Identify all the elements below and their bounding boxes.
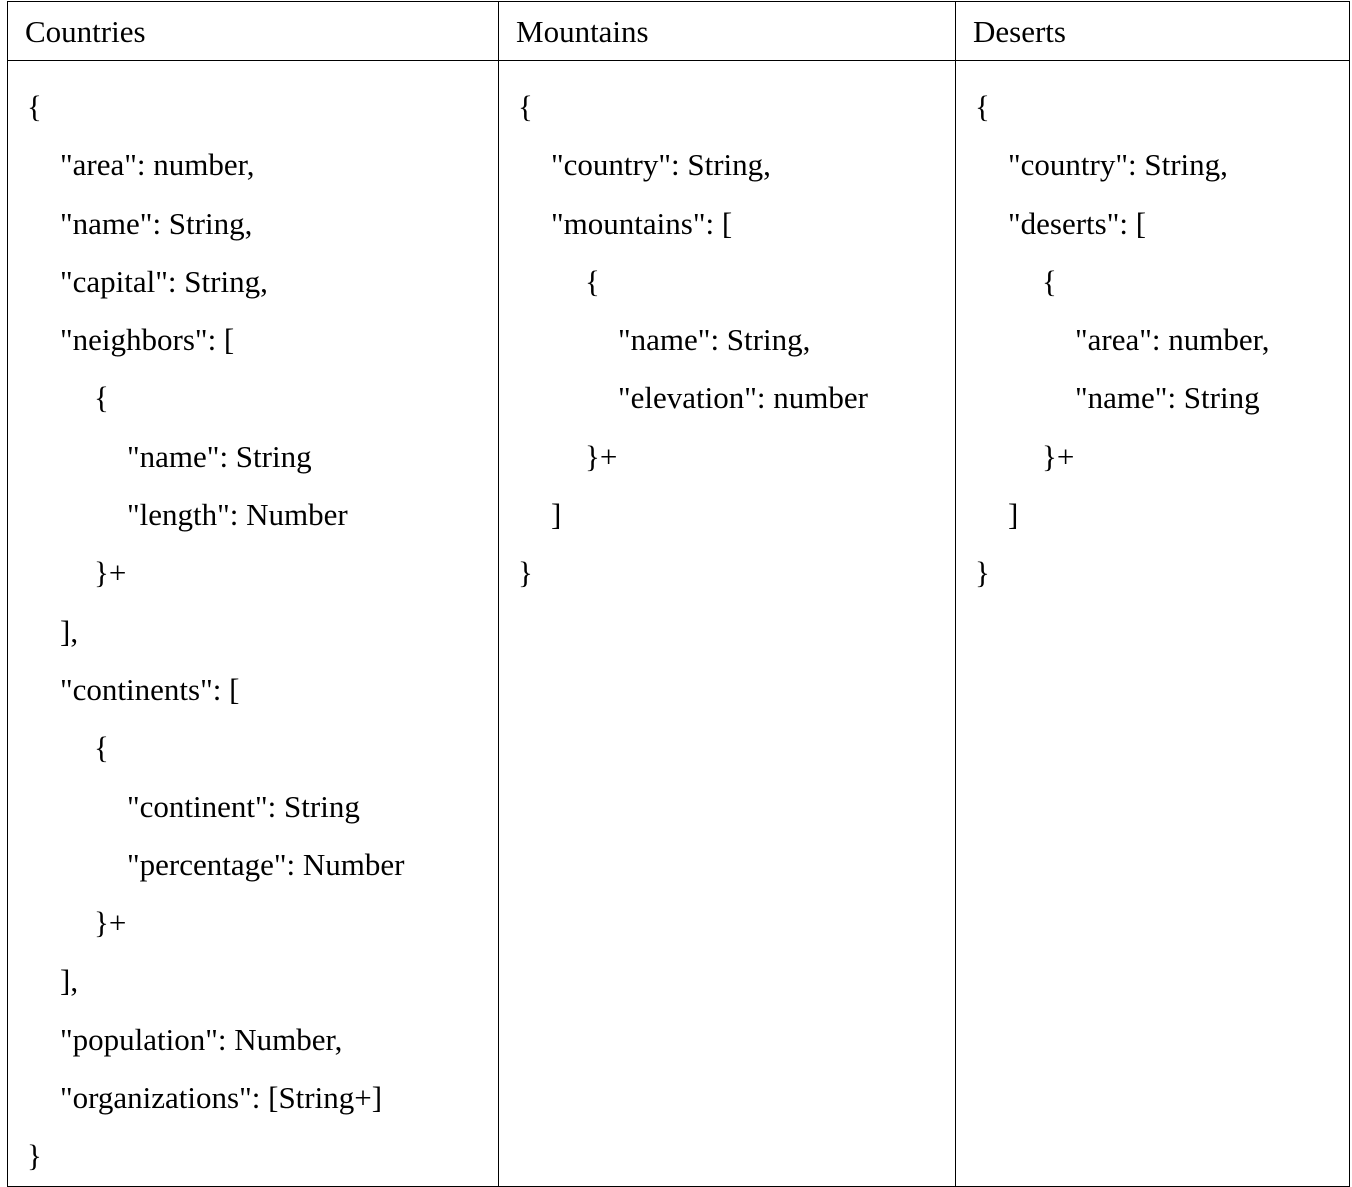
countries-code-line: "organizations": [String+] [60,1080,383,1116]
countries-code-line: }+ [94,555,127,591]
header-deserts: Deserts [955,1,1350,61]
countries-code-line: "continents": [ [60,671,240,707]
countries-code-line: "population": Number, [60,1021,343,1057]
countries-code-line: "area": number, [60,147,255,183]
schema-table: Countries Mountains Deserts { "area": num… [7,1,1350,1187]
countries-code-line: { [27,89,42,124]
mountains-code-line: "mountains": [ [551,205,733,241]
countries-code-line: ], [60,963,79,999]
deserts-code-line: "deserts": [ [1008,205,1147,241]
countries-schema-cell: { "area": number, "name": String, "capital"… [7,60,499,1187]
countries-code-line: "name": String, [60,205,253,241]
countries-code-line: "name": String [127,438,312,474]
mountains-code-line: ] [551,497,562,533]
countries-code-line: "percentage": Number [127,846,405,882]
mountains-code-line: } [518,555,533,591]
mountains-code-line: "country": String, [551,147,771,183]
countries-code-line: "capital": String, [60,263,268,299]
deserts-code-line: { [1042,263,1057,299]
countries-code-line: }+ [94,905,127,941]
mountains-code-line: "name": String, [618,322,811,358]
countries-schema: { "area": number, "name": String, "capital"… [27,78,498,1186]
countries-code-line: "neighbors": [ [60,322,235,358]
deserts-code-line: "country": String, [1008,147,1228,183]
header-row: Countries Mountains Deserts [7,1,1350,61]
mountains-code-line: }+ [585,438,618,474]
deserts-code-line: } [975,555,990,591]
deserts-schema-cell: { "country": String, "deserts": [ { "area": … [955,60,1350,1187]
deserts-code-line: "name": String [1075,380,1260,416]
mountains-schema: { "country": String, "mountains": [ { "name"… [518,78,955,603]
schema-row: { "area": number, "name": String, "capital"… [7,60,1350,1187]
countries-code-line: ], [60,613,79,649]
deserts-schema: { "country": String, "deserts": [ { "area": … [975,78,1349,603]
deserts-code-line: ] [1008,497,1019,533]
countries-code-line: "continent": String [127,788,360,824]
mountains-schema-cell: { "country": String, "mountains": [ { "name"… [498,60,956,1187]
countries-code-line: "length": Number [127,497,348,533]
mountains-code-line: { [518,89,533,124]
countries-code-line: { [94,380,109,416]
countries-code-line: } [27,1138,42,1174]
mountains-code-line: "elevation": number [618,380,868,416]
countries-code-line: { [94,730,109,766]
deserts-code-line: { [975,89,990,124]
deserts-code-line: "area": number, [1075,322,1270,358]
header-mountains: Mountains [498,1,956,61]
deserts-code-line: }+ [1042,438,1075,474]
header-countries: Countries [7,1,499,61]
mountains-code-line: { [585,263,600,299]
